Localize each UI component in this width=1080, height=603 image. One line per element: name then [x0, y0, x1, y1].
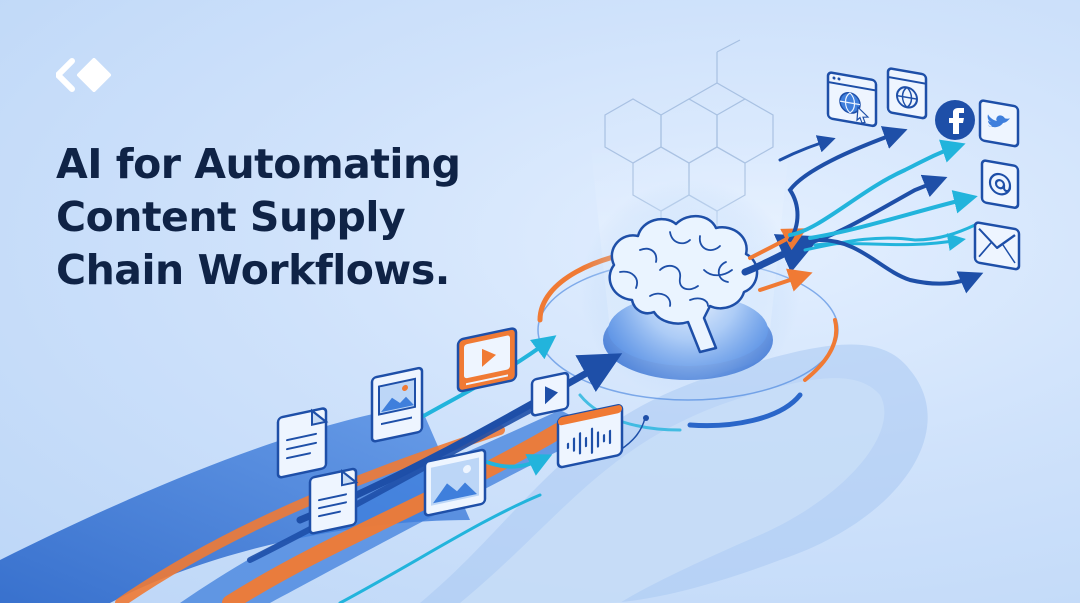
- image-icon: [423, 448, 487, 517]
- title-line-3: Chain Workflows.: [56, 246, 450, 294]
- audio-waveform-icon: [556, 404, 624, 469]
- facebook-icon: [935, 100, 975, 140]
- mail-envelope-icon: [973, 221, 1021, 271]
- chevron-diamond-logo-icon: [56, 58, 111, 92]
- title-line-1: AI for Automating: [56, 140, 461, 188]
- globe-icon: [886, 67, 928, 120]
- document-icon: [276, 407, 329, 479]
- email-at-icon: [980, 159, 1020, 209]
- title-line-2: Content Supply: [56, 193, 406, 241]
- page-title: AI for Automating Content Supply Chain W…: [56, 138, 536, 297]
- output-arrows: [741, 126, 984, 294]
- data-stream-band: [0, 405, 470, 603]
- video-icon: [456, 327, 518, 393]
- image-icon: [370, 366, 424, 443]
- play-icon: [530, 371, 570, 417]
- brain-icon: [608, 215, 759, 354]
- twitter-icon: [978, 99, 1020, 148]
- web-browser-icon: [826, 71, 878, 128]
- document-icon: [308, 467, 359, 535]
